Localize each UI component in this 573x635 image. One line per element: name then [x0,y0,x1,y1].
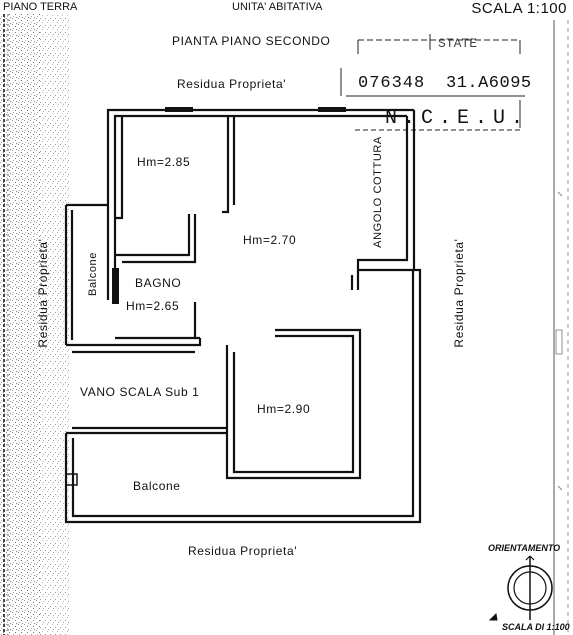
orientation-label: ORIENTAMENTO [488,543,561,553]
registry-label: N.C.E.U. [385,107,530,130]
boundary-right: Residua Proprieta' [452,238,466,348]
balcony-fixture [65,473,78,486]
stamp-top: STATE [438,36,478,51]
compass [488,555,553,621]
stair-label: VANO SCALA Sub 1 [80,385,200,399]
bathroom-name: BAGNO [135,276,182,290]
footer-scale: SCALA DI 1:100 [502,622,570,632]
scan-noise-left [0,14,40,635]
main-room-height: Hm=2.70 [243,233,297,247]
kitchen-corner-label: ANGOLO COTTURA [372,136,384,248]
balcony-bottom-label: Balcone [133,479,181,493]
openings [112,107,346,304]
balcony-left-label: Balcone [87,252,99,296]
boundary-bottom: Residua Proprieta' [188,544,298,558]
boundary-left: Residua Proprieta' [36,238,50,348]
boundary-top: Residua Proprieta' [177,77,287,91]
header-left: PIANO TERRA [3,1,78,13]
cadastral-sheet: 31.A6095 [446,74,532,93]
bathroom-height: Hm=2.65 [126,299,180,313]
room-top-left-height: Hm=2.85 [137,155,191,169]
cadastral-stamp [340,34,525,131]
header-center: UNITA' ABITATIVA [232,1,323,13]
lower-room-height: Hm=2.90 [257,402,311,416]
cadastral-code: 076348 [358,74,426,93]
header-scale: SCALA 1:100 [471,0,567,17]
walls [64,108,422,524]
plan-title: PIANTA PIANO SECONDO [172,34,331,48]
